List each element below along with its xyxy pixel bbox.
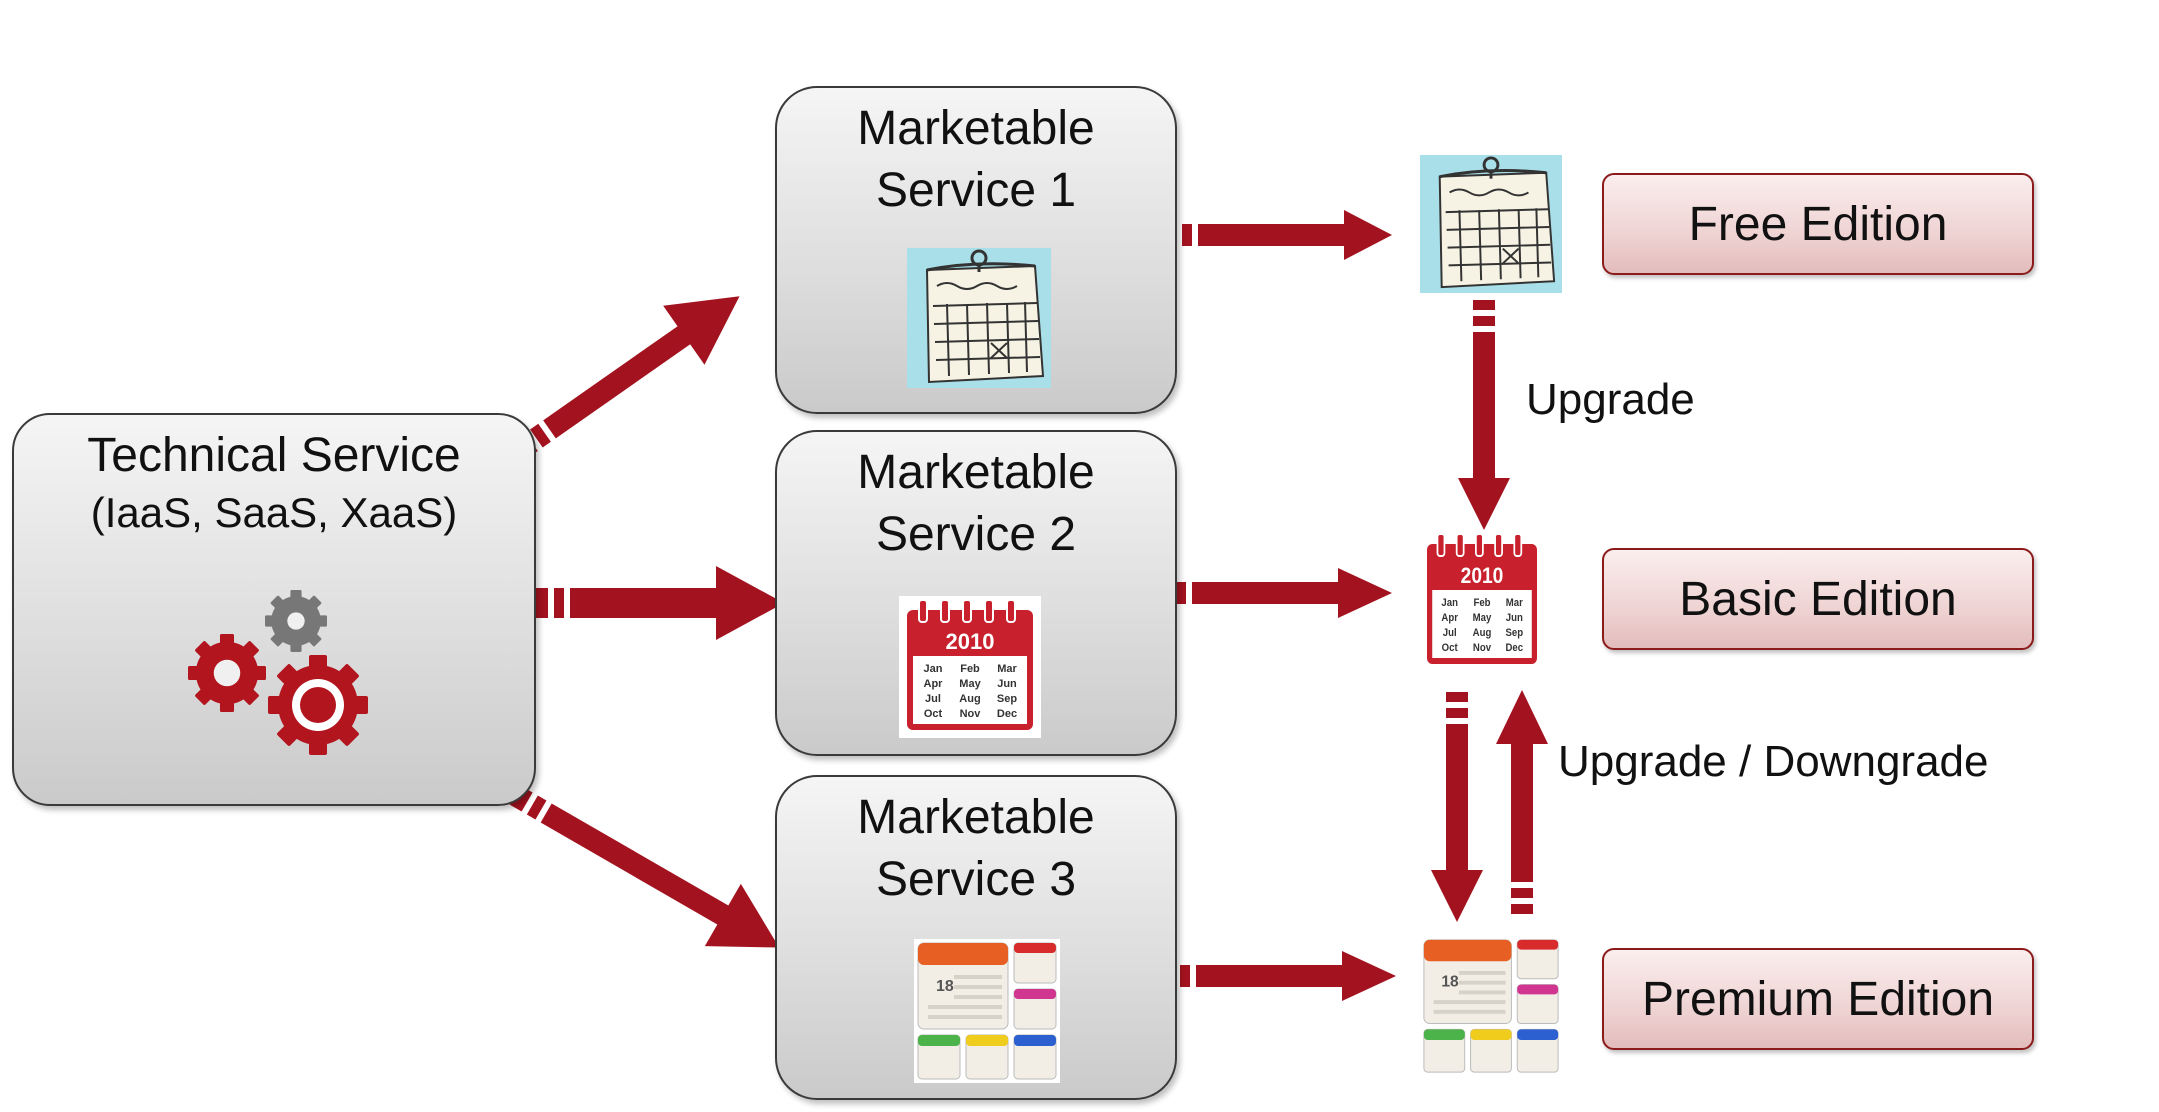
marketable-service-2-title-line2: Service 2 (875, 508, 1077, 561)
technical-service-title: Technical Service (87, 429, 461, 482)
arrow-ms1-to-free (1164, 210, 1392, 260)
svg-text:Aug: Aug (1473, 627, 1492, 639)
svg-text:Sep: Sep (997, 693, 1017, 705)
marketable-service-3-box: Marketable Service 3 18 (775, 775, 1177, 1100)
arrow-tech-to-ms3 (509, 785, 780, 948)
svg-text:18: 18 (1441, 974, 1459, 991)
red-2010-calendar-icon: 2010 Jan Feb Mar Apr May Jun Jul Aug Sep Oct No… (899, 596, 1041, 738)
upgrade-label: Upgrade (1526, 375, 1695, 424)
arrow-ms2-to-basic (1158, 568, 1392, 618)
free-edition-box: Free Edition (1602, 173, 2034, 275)
arrow-free-to-basic (1458, 300, 1510, 530)
basic-edition-red-2010-calendar-icon: 2010 Jan Feb Mar Apr May Jun Jul Aug Sep Oct No… (1420, 530, 1544, 672)
marketable-service-3-title-line2: Service 3 (875, 853, 1077, 906)
marketable-service-1-title-line2: Service 1 (875, 164, 1077, 217)
svg-text:Nov: Nov (960, 708, 982, 720)
svg-text:Aug: Aug (959, 693, 980, 705)
svg-text:Oct: Oct (924, 708, 943, 720)
premium-edition-box: Premium Edition (1602, 948, 2034, 1050)
upgrade-downgrade-label: Upgrade / Downgrade (1558, 737, 1989, 786)
svg-text:Jan: Jan (924, 663, 943, 675)
svg-text:Feb: Feb (960, 663, 980, 675)
marketable-service-3-title-line1: Marketable (857, 791, 1095, 844)
svg-text:Jul: Jul (1443, 627, 1457, 639)
colorful-calendar-icon: 18 (914, 939, 1060, 1083)
paper-calendar-icon (907, 248, 1051, 388)
technical-service-box: Technical Service (IaaS, SaaS, XaaS) (12, 413, 536, 806)
svg-text:Feb: Feb (1473, 597, 1490, 609)
svg-text:Jun: Jun (997, 678, 1017, 690)
basic-edition-box: Basic Edition (1602, 548, 2034, 650)
svg-text:Apr: Apr (924, 678, 944, 690)
calendar-day-text: 18 (936, 978, 954, 995)
marketable-service-1-title-line1: Marketable (857, 102, 1095, 155)
arrow-basic-to-premium (1431, 692, 1483, 922)
svg-text:Nov: Nov (1473, 642, 1491, 654)
marketable-service-2-title-line1: Marketable (857, 446, 1095, 499)
svg-text:Oct: Oct (1442, 642, 1459, 654)
arrow-premium-to-basic (1496, 690, 1548, 914)
calendar-year-text: 2010 (946, 629, 995, 654)
svg-text:2010: 2010 (1461, 564, 1504, 589)
svg-text:Apr: Apr (1441, 612, 1458, 624)
technical-service-subtitle: (IaaS, SaaS, XaaS) (90, 489, 458, 536)
svg-text:Dec: Dec (1506, 642, 1524, 654)
svg-text:Sep: Sep (1506, 627, 1524, 639)
gears-icon (188, 590, 368, 755)
marketable-service-2-box: Marketable Service 2 2010 Jan Feb Mar Apr M… (775, 430, 1177, 756)
svg-text:May: May (1473, 612, 1492, 624)
svg-text:Jul: Jul (925, 693, 941, 705)
premium-edition-colorful-calendar-icon: 18 (1420, 935, 1562, 1077)
arrow-tech-to-ms1 (513, 296, 740, 460)
svg-text:May: May (959, 678, 981, 690)
svg-text:Dec: Dec (997, 708, 1017, 720)
free-edition-paper-calendar-icon (1420, 154, 1562, 294)
arrow-tech-to-ms2 (534, 566, 784, 640)
svg-text:Mar: Mar (997, 663, 1017, 675)
svg-text:Jun: Jun (1506, 612, 1523, 624)
svg-text:Jan: Jan (1441, 597, 1458, 609)
arrow-ms3-to-premium (1162, 951, 1396, 1001)
marketable-service-1-box: Marketable Service 1 (775, 86, 1177, 414)
svg-text:Mar: Mar (1506, 597, 1523, 609)
